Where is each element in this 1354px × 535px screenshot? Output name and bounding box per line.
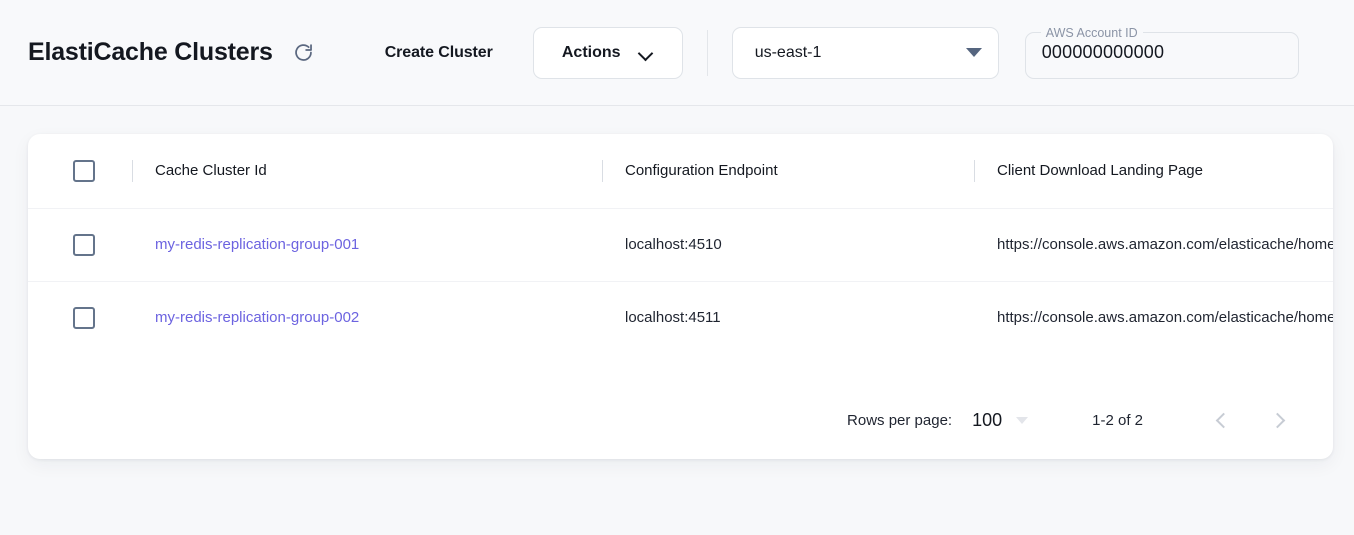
- select-all-header: [28, 134, 132, 208]
- aws-account-id-value: 000000000000: [1042, 27, 1165, 79]
- select-all-checkbox[interactable]: [73, 160, 95, 182]
- row-checkbox[interactable]: [73, 307, 95, 329]
- row-select-cell: [28, 208, 132, 281]
- next-page-button[interactable]: [1259, 400, 1299, 440]
- cell-configuration-endpoint: localhost:4511: [602, 281, 974, 354]
- landing-page-text: https://console.aws.amazon.com/elasticac…: [974, 309, 1333, 326]
- chevron-right-icon: [1269, 412, 1285, 428]
- configuration-endpoint-text: localhost:4510: [602, 236, 974, 253]
- refresh-icon: [293, 42, 314, 63]
- cluster-id-link[interactable]: my-redis-replication-group-002: [155, 309, 359, 326]
- previous-page-button[interactable]: [1201, 400, 1241, 440]
- rows-per-page-select[interactable]: 100: [972, 410, 1028, 431]
- cell-client-download-landing-page: https://console.aws.amazon.com/elasticac…: [974, 281, 1333, 354]
- chevron-down-icon: [639, 48, 654, 57]
- actions-button-label: Actions: [562, 44, 621, 62]
- configuration-endpoint-text: localhost:4511: [602, 309, 974, 326]
- cluster-id-link[interactable]: my-redis-replication-group-001: [155, 236, 359, 253]
- rows-per-page-value: 100: [972, 410, 1002, 431]
- chevron-left-icon: [1215, 412, 1231, 428]
- cell-configuration-endpoint: localhost:4510: [602, 208, 974, 281]
- aws-account-id-field[interactable]: AWS Account ID 000000000000: [1025, 27, 1299, 79]
- cell-cache-cluster-id: my-redis-replication-group-001: [132, 208, 602, 281]
- table-header: Cache Cluster Id Configuration Endpoint …: [28, 134, 1333, 208]
- column-separator: [602, 160, 603, 182]
- content-area: Cache Cluster Id Configuration Endpoint …: [0, 106, 1354, 459]
- cell-client-download-landing-page: https://console.aws.amazon.com/elasticac…: [974, 208, 1333, 281]
- refresh-button[interactable]: [287, 36, 321, 70]
- region-select[interactable]: us-east-1: [732, 27, 999, 79]
- table-row: my-redis-replication-group-001 localhost…: [28, 208, 1333, 281]
- table-row: my-redis-replication-group-002 localhost…: [28, 281, 1333, 354]
- actions-button[interactable]: Actions: [533, 27, 683, 79]
- table-header-row: Cache Cluster Id Configuration Endpoint …: [28, 134, 1333, 208]
- rows-per-page-label: Rows per page:: [847, 412, 952, 429]
- column-header-client-download-landing-page[interactable]: Client Download Landing Page: [974, 134, 1333, 208]
- clusters-table: Cache Cluster Id Configuration Endpoint …: [28, 134, 1333, 354]
- table-pagination: Rows per page: 100 1-2 of 2: [28, 381, 1333, 459]
- caret-down-icon: [966, 48, 982, 57]
- header-divider: [707, 30, 708, 76]
- clusters-card: Cache Cluster Id Configuration Endpoint …: [28, 134, 1333, 459]
- create-cluster-button[interactable]: Create Cluster: [379, 37, 499, 69]
- page-title: ElastiCache Clusters: [28, 40, 273, 65]
- column-separator: [132, 160, 133, 182]
- column-header-label: Configuration Endpoint: [625, 162, 778, 179]
- column-header-cache-cluster-id[interactable]: Cache Cluster Id: [132, 134, 602, 208]
- app-header: ElastiCache Clusters Create Cluster Acti…: [0, 0, 1354, 106]
- table-body: my-redis-replication-group-001 localhost…: [28, 208, 1333, 354]
- column-header-configuration-endpoint[interactable]: Configuration Endpoint: [602, 134, 974, 208]
- caret-down-icon: [1016, 417, 1028, 424]
- column-separator: [974, 160, 975, 182]
- pagination-range-label: 1-2 of 2: [1092, 412, 1143, 429]
- row-select-cell: [28, 281, 132, 354]
- row-checkbox[interactable]: [73, 234, 95, 256]
- landing-page-text: https://console.aws.amazon.com/elasticac…: [974, 236, 1333, 253]
- column-header-label: Client Download Landing Page: [997, 162, 1203, 179]
- region-select-value: us-east-1: [755, 44, 822, 62]
- column-header-label: Cache Cluster Id: [155, 162, 267, 179]
- cell-cache-cluster-id: my-redis-replication-group-002: [132, 281, 602, 354]
